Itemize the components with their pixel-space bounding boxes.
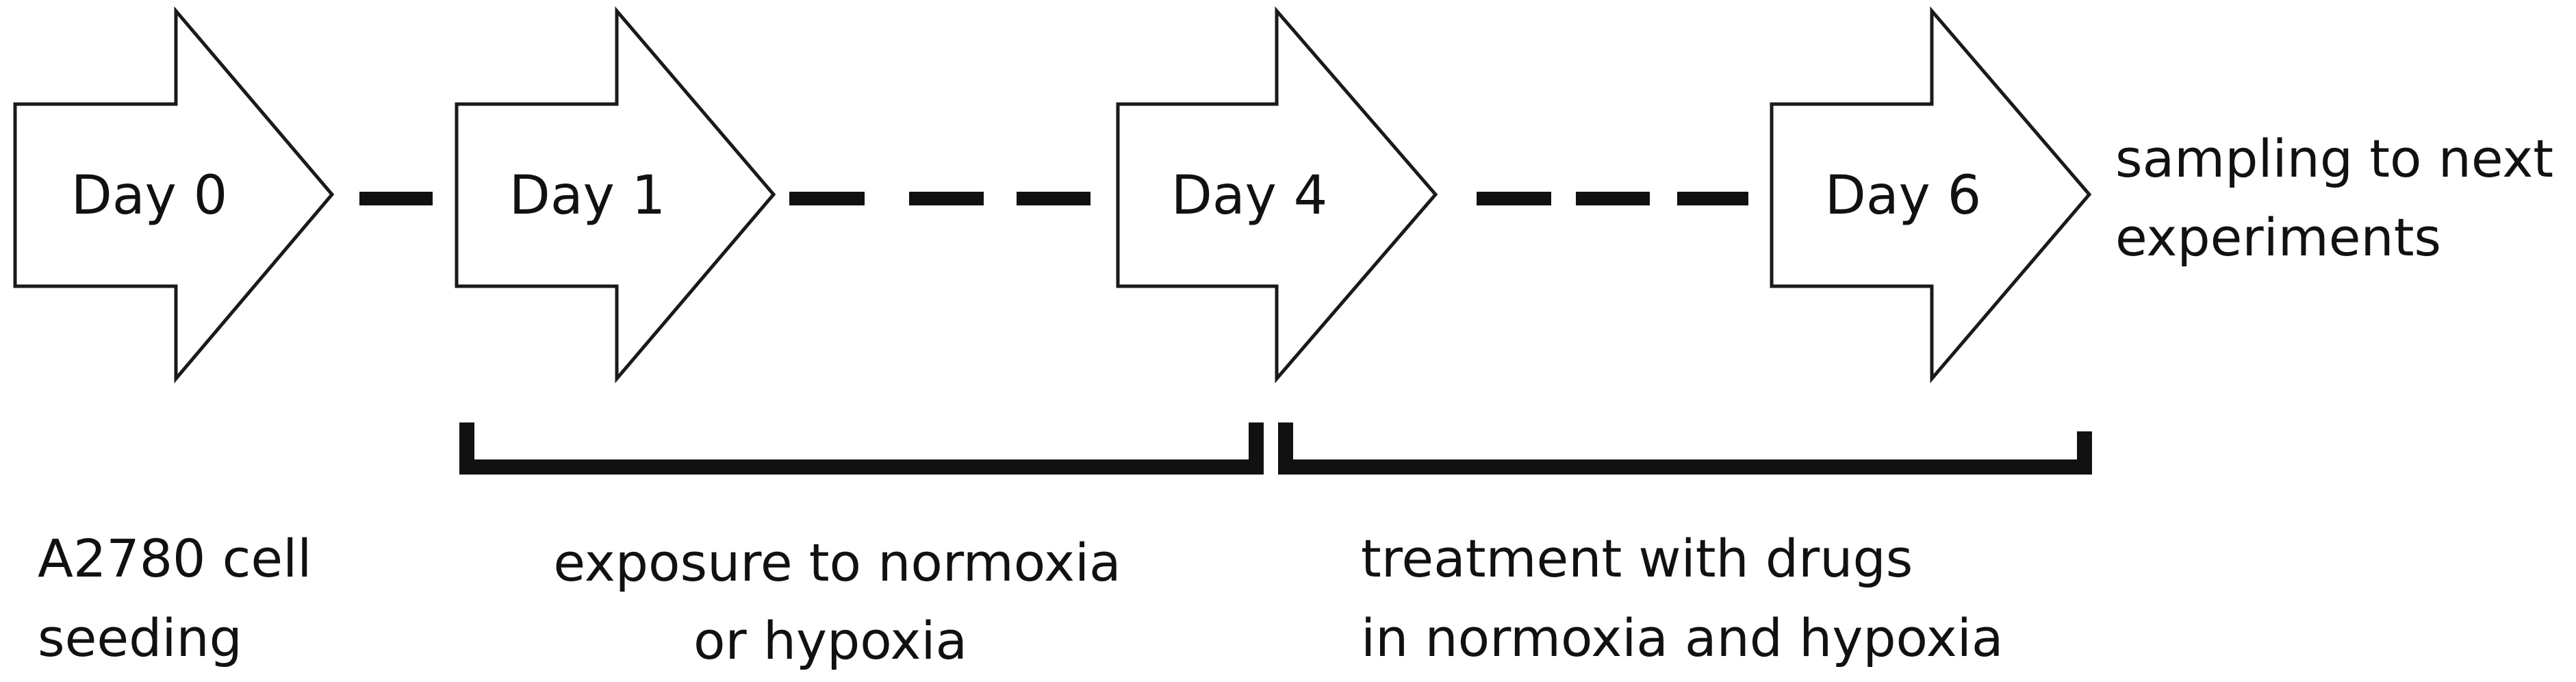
treatment-caption-line-2: in normoxia and hypoxia — [1361, 607, 2003, 668]
seeding-caption-line-1: A2780 cell — [38, 528, 311, 589]
day-4-label: Day 4 — [1171, 165, 1327, 227]
day-1-arrow — [455, 6, 776, 383]
treatment-caption: treatment with drugs in normoxia and hyp… — [1361, 528, 2003, 668]
day-1-label: Day 1 — [509, 165, 665, 227]
seeding-caption: A2780 cell seeding — [38, 528, 311, 668]
treatment-caption-line-1: treatment with drugs — [1361, 528, 1913, 589]
day-0-arrow — [13, 6, 335, 383]
day-0-step: Day 0 — [13, 6, 335, 383]
day-0-label: Day 0 — [71, 165, 227, 227]
day-4-step: Day 4 — [1116, 6, 1438, 383]
day-4-arrow — [1116, 6, 1438, 383]
day-6-label: Day 6 — [1825, 165, 1981, 227]
seeding-caption-line-2: seeding — [38, 607, 242, 668]
sampling-note-line-1: sampling to next — [2115, 128, 2553, 189]
day-6-arrow — [1770, 6, 2092, 383]
exposure-caption-line-2: or hypoxia — [693, 610, 967, 671]
sampling-note: sampling to next experiments — [2115, 128, 2553, 268]
treatment-bracket — [1278, 422, 2092, 475]
exposure-caption: exposure to normoxia or hypoxia — [553, 532, 1121, 671]
day-1-step: Day 1 — [455, 6, 776, 383]
day-6-step: Day 6 — [1770, 6, 2092, 383]
exposure-bracket — [459, 422, 1264, 475]
sampling-note-line-2: experiments — [2115, 207, 2441, 268]
exposure-caption-line-1: exposure to normoxia — [553, 532, 1121, 593]
